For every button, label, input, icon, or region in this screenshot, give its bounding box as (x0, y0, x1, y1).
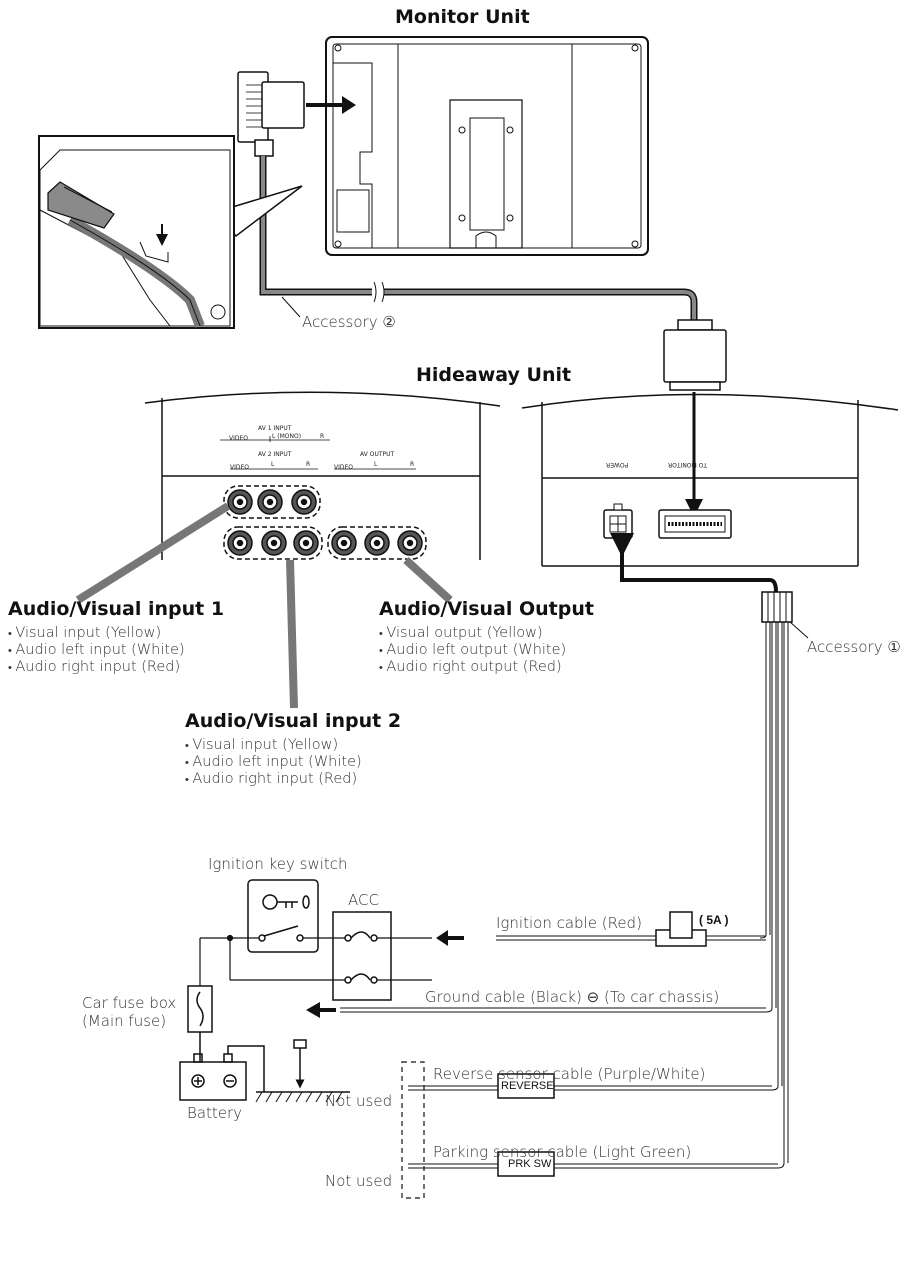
not-used-label: Not used (325, 1172, 393, 1190)
panel-out-r: R (410, 461, 415, 468)
panel-av2-l: L (271, 461, 275, 468)
panel-av1-r: R (320, 433, 325, 440)
av-input-2-item: Audio left input (White) (185, 754, 401, 771)
panel-av-output: AV OUTPUT (360, 451, 395, 458)
ground-arrow (306, 1002, 336, 1018)
av-input-2-item: Audio right input (Red) (185, 771, 401, 788)
hideaway-monitor-plug (663, 319, 727, 391)
panel-av1-input: AV 1 INPUT (258, 425, 292, 432)
av-input-1-item: Audio left input (White) (8, 642, 224, 659)
battery (179, 1045, 265, 1101)
not-used-bracket (401, 1061, 425, 1199)
av-output-item: Audio right output (Red) (379, 659, 594, 676)
accessory-1-label: Accessory ① (807, 638, 901, 656)
panel-av2-input: AV 2 INPUT (258, 451, 292, 458)
power-harness (610, 533, 809, 1169)
reverse-cable (408, 1073, 772, 1099)
hideaway-unit-title: Hideaway Unit (416, 364, 572, 386)
monitor-cable (259, 156, 698, 322)
av-input-2-block: Audio/Visual input 2 Visual input (Yello… (185, 712, 401, 788)
av-input-1-item: Audio right input (Red) (8, 659, 224, 676)
av-jacks (223, 485, 427, 560)
panel-av2-r: R (306, 461, 311, 468)
av-input-1-block: Audio/Visual input 1 Visual input (Yello… (8, 600, 224, 676)
accessory-2-label: Accessory ② (302, 313, 396, 331)
reverse-cable-label: Reverse sensor cable (Purple/White) (433, 1065, 706, 1083)
av-output-item: Visual output (Yellow) (379, 625, 594, 642)
parking-cable-label: Parking sensor cable (Light Green) (433, 1143, 692, 1161)
monitor-unit-title: Monitor Unit (395, 6, 530, 28)
parking-cable (408, 1151, 778, 1177)
panel-out-video: VIDEO (334, 464, 354, 471)
parking-box-label: PRK SW (508, 1158, 552, 1170)
av-output-block: Audio/Visual Output Visual output (Yello… (379, 600, 594, 676)
ignition-key-switch-label: Ignition key switch (208, 855, 348, 873)
acc-fuse-box (332, 911, 392, 1001)
ignition-cable-label: Ignition cable (Red) (496, 914, 642, 932)
chassis-ground (255, 1039, 350, 1103)
av-input-2-title: Audio/Visual input 2 (185, 710, 402, 732)
battery-label: Battery (187, 1104, 243, 1122)
ground-cable-label: Ground cable (Black) ⊖ (To car chassis) (425, 988, 720, 1006)
reverse-box-label: REVERSE (501, 1080, 554, 1092)
hideaway-av-panel (144, 391, 501, 560)
av-input-1-title: Audio/Visual input 1 (8, 598, 225, 620)
car-fuse-box (187, 985, 213, 1062)
panel-av1-mono: L (MONO) (272, 433, 302, 440)
ground-cable (340, 1007, 766, 1013)
av-output-title: Audio/Visual Output (379, 598, 594, 620)
monitor-plug (237, 71, 305, 157)
panel-power: POWER (606, 461, 629, 468)
ignition-switch (247, 879, 319, 953)
av-output-item: Audio left output (White) (379, 642, 594, 659)
acc-label: ACC (348, 891, 379, 909)
panel-out-l: L (374, 461, 378, 468)
ignition-arrow (436, 930, 464, 946)
monitor-unit-drawing (325, 36, 649, 256)
ignition-circuit (199, 934, 432, 986)
panel-to-monitor: TO MONITOR (668, 461, 708, 468)
av-input-1-item: Visual input (Yellow) (8, 625, 224, 642)
hideaway-power-panel (521, 393, 899, 567)
ignition-cable (496, 911, 766, 947)
fuse-rating-label: ( 5A ) (699, 913, 729, 927)
panel-av2-video: VIDEO (230, 464, 250, 471)
panel-av1-video: VIDEO (229, 435, 249, 442)
plug-insert-arrow (306, 96, 356, 114)
connector-detail-inset (38, 135, 303, 329)
av-pointers (75, 502, 453, 709)
main-fuse-label: (Main fuse) (82, 1012, 167, 1030)
av-input-2-item: Visual input (Yellow) (185, 737, 401, 754)
not-used-label: Not used (325, 1092, 393, 1110)
car-fuse-box-label: Car fuse box (82, 994, 177, 1012)
